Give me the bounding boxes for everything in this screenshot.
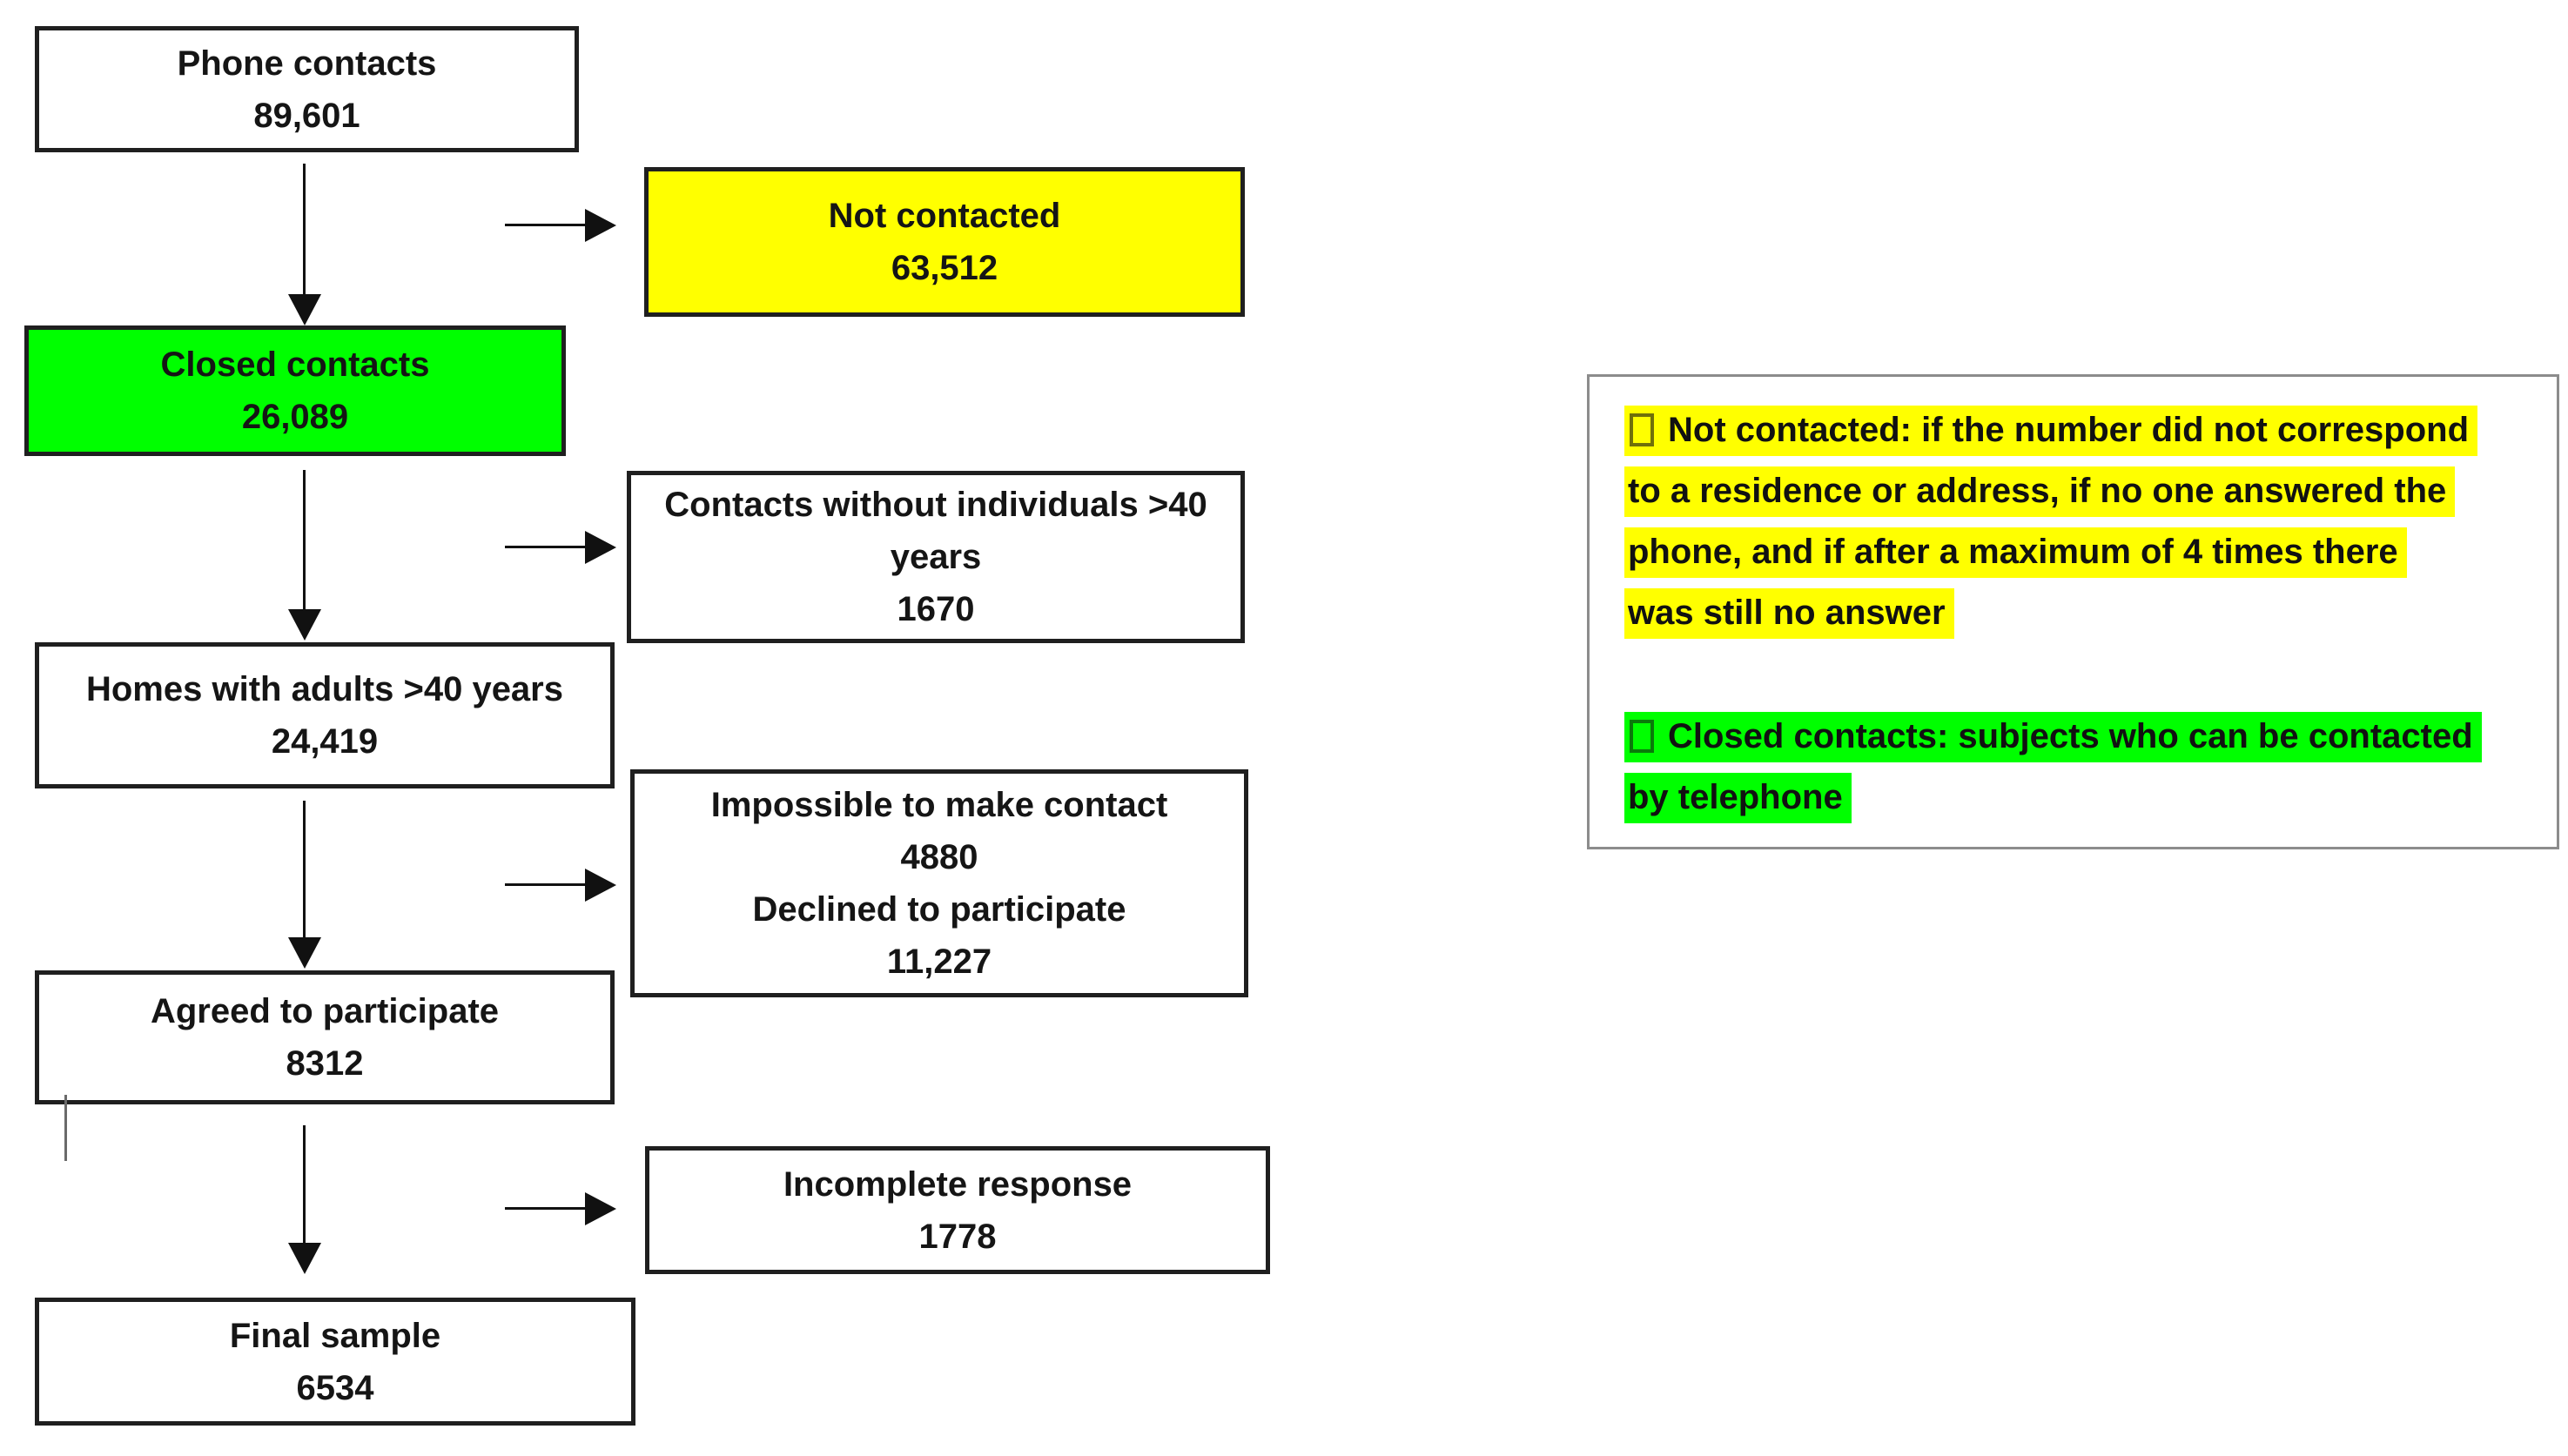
down-arrow-line-3 bbox=[303, 801, 306, 937]
down-arrow-line-1 bbox=[303, 164, 306, 294]
highlighted-line: by telephone bbox=[1624, 773, 1852, 823]
box-phone-contacts: Phone contacts 89,601 bbox=[35, 26, 579, 152]
down-arrow-line-4 bbox=[303, 1125, 306, 1243]
legend-box: Not contacted: if the number did not cor… bbox=[1587, 374, 2559, 849]
box-value: 6534 bbox=[296, 1368, 374, 1407]
box-homes-with-adults: Homes with adults >40 years 24,419 bbox=[35, 642, 615, 788]
box-label: Phone contacts bbox=[177, 44, 437, 83]
box-value2: 11,227 bbox=[886, 943, 992, 981]
right-arrow-line-4 bbox=[505, 1207, 585, 1210]
box-label: Not contacted bbox=[828, 197, 1061, 235]
down-arrow-line-2 bbox=[303, 470, 306, 609]
highlighted-line: Closed contacts: subjects who can be con… bbox=[1624, 712, 2482, 762]
right-arrow-head-icon bbox=[585, 1192, 616, 1225]
highlighted-line: to a residence or address, if no one ans… bbox=[1624, 466, 2456, 517]
box-label2: Declined to participate bbox=[752, 890, 1126, 929]
box-not-contacted: Not contacted 63,512 bbox=[644, 167, 1245, 317]
box-value: 1670 bbox=[897, 590, 975, 628]
box-value: 24,419 bbox=[271, 722, 379, 761]
bullet-square-icon bbox=[1630, 720, 1654, 753]
box-label: Contacts without individuals >40 years bbox=[664, 486, 1207, 576]
legend-not-contacted-definition: Not contacted: if the number did not cor… bbox=[1624, 399, 2522, 643]
down-arrow-head-icon bbox=[288, 294, 321, 325]
box-label: Impossible to make contact bbox=[710, 786, 1168, 824]
down-arrow-head-icon bbox=[288, 609, 321, 641]
legend-line: Closed contacts: subjects who can be con… bbox=[1668, 717, 2473, 755]
box-label: Closed contacts bbox=[160, 346, 430, 384]
box-value: 8312 bbox=[286, 1044, 364, 1083]
box-final-sample: Final sample 6534 bbox=[35, 1298, 635, 1426]
box-value: 63,512 bbox=[891, 249, 998, 287]
box-label: Incomplete response bbox=[783, 1164, 1133, 1204]
right-arrow-head-icon bbox=[585, 209, 616, 242]
right-arrow-line-3 bbox=[505, 883, 585, 886]
right-arrow-line-1 bbox=[505, 224, 585, 226]
right-arrow-head-icon bbox=[585, 869, 616, 902]
box-impossible-declined: Impossible to make contact 4880 Declined… bbox=[630, 769, 1248, 997]
box-value: 1778 bbox=[918, 1217, 997, 1256]
down-arrow-head-icon bbox=[288, 937, 321, 969]
right-arrow-head-icon bbox=[585, 531, 616, 564]
right-arrow-line-2 bbox=[505, 546, 585, 548]
box-value: 89,601 bbox=[253, 96, 360, 135]
highlighted-line: phone, and if after a maximum of 4 times… bbox=[1624, 527, 2407, 578]
highlighted-line: Not contacted: if the number did not cor… bbox=[1624, 406, 2477, 456]
down-arrow-head-icon bbox=[288, 1243, 321, 1274]
stray-line-artifact bbox=[64, 1095, 67, 1161]
box-agreed-to-participate: Agreed to participate 8312 bbox=[35, 970, 615, 1104]
legend-closed-contacts-definition: Closed contacts: subjects who can be con… bbox=[1624, 706, 2522, 828]
highlighted-line: was still no answer bbox=[1624, 588, 1954, 639]
box-incomplete-response: Incomplete response 1778 bbox=[645, 1146, 1270, 1274]
box-closed-contacts: Closed contacts 26,089 bbox=[24, 325, 566, 456]
box-label: Agreed to participate bbox=[150, 992, 500, 1030]
box-value: 26,089 bbox=[241, 398, 349, 436]
box-contacts-without-individuals: Contacts without individuals >40 years 1… bbox=[627, 471, 1245, 643]
box-label: Final sample bbox=[229, 1316, 441, 1355]
bullet-square-icon bbox=[1630, 413, 1654, 446]
box-label: Homes with adults >40 years bbox=[85, 670, 563, 708]
legend-line: Not contacted: if the number did not cor… bbox=[1668, 411, 2469, 449]
box-value: 4880 bbox=[900, 838, 978, 876]
